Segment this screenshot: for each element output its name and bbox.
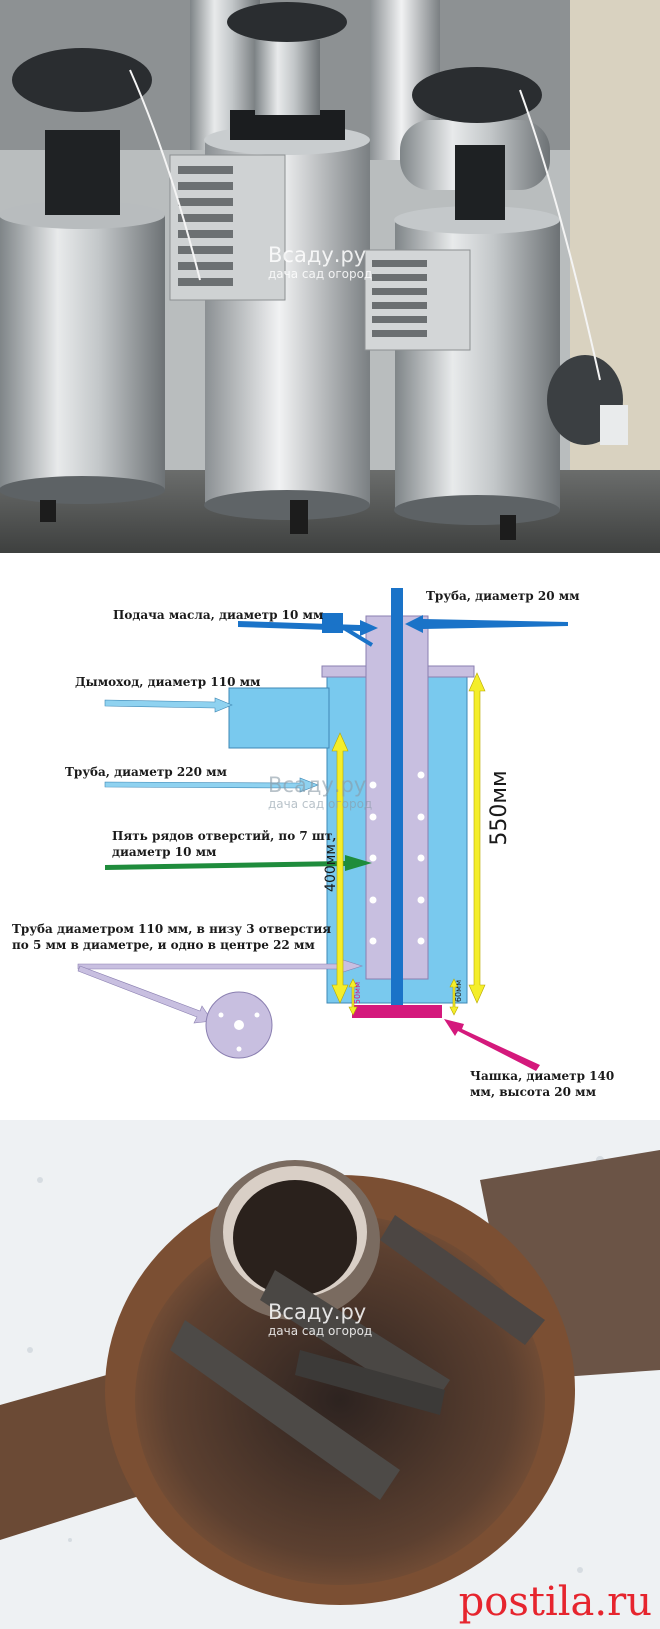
arrow-cup	[444, 1019, 540, 1071]
dim-arrow-50	[348, 978, 358, 1016]
central-pipe	[391, 588, 403, 1008]
holes	[369, 771, 425, 945]
arrow-pipe-20	[405, 615, 568, 633]
label-pipe-110: Труба диаметром 110 мм, в низу 3 отверст…	[12, 922, 332, 952]
watermark-brand: Всаду.ру	[268, 1300, 367, 1324]
label-holes: Пять рядов отверстий, по 7 шт, диаметр 1…	[112, 829, 337, 859]
label-pipe-220: Труба, диаметр 220 мм	[65, 765, 227, 779]
cup	[352, 1005, 442, 1018]
watermark-brand: Всаду.ру	[268, 773, 367, 797]
burner-illustration	[0, 1120, 660, 1629]
label-chimney: Дымоход, диаметр 110 мм	[75, 675, 261, 689]
dim-arrow-60	[449, 978, 459, 1016]
postila-logo: postila.ru	[458, 1579, 652, 1625]
photo-heaters: Всаду.ру дача сад огород	[0, 0, 660, 553]
arrow-holes	[105, 855, 372, 871]
dim-arrow-400	[331, 732, 349, 1004]
dim-label-550: 550мм	[487, 770, 512, 846]
dim-arrow-550	[468, 672, 486, 1004]
watermark-brand: Всаду.ру	[268, 243, 367, 267]
arrow-chimney	[104, 697, 233, 713]
watermark-tagline: дача сад огород	[268, 267, 373, 281]
heater-diagram: Труба, диаметр 20 мм Подача масла, диаме…	[0, 553, 660, 1120]
diagram-drawing	[77, 588, 568, 1071]
arrow-disc	[77, 965, 213, 1024]
dim-label-60: 60мм	[454, 979, 463, 1003]
dim-label-400: 400мм	[323, 844, 339, 892]
arrow-pipe-110	[77, 958, 363, 974]
chimney-stub	[228, 687, 330, 749]
watermark-bottom: Всаду.ру дача сад огород	[268, 1300, 372, 1338]
label-pipe-20: Труба, диаметр 20 мм	[426, 589, 580, 603]
arrow-pipe-220	[104, 777, 319, 793]
watermark-top: Всаду.ру дача сад огород	[268, 243, 372, 281]
label-oil-supply: Подача масла, диаметр 10 мм	[113, 608, 324, 622]
label-cup: Чашка, диаметр 140 мм, высота 20 мм	[470, 1069, 615, 1099]
watermark-tagline: дача сад огород	[268, 797, 373, 811]
watermark-diagram: Всаду.ру дача сад огород	[268, 773, 372, 811]
dim-label-50: 50мм	[353, 981, 362, 1005]
arrow-oil-supply	[238, 620, 378, 636]
heaters-illustration	[0, 0, 660, 553]
photo-burner-top-view: Всаду.ру дача сад огород postila.ru	[0, 1120, 660, 1629]
watermark-tagline: дача сад огород	[268, 1324, 373, 1338]
